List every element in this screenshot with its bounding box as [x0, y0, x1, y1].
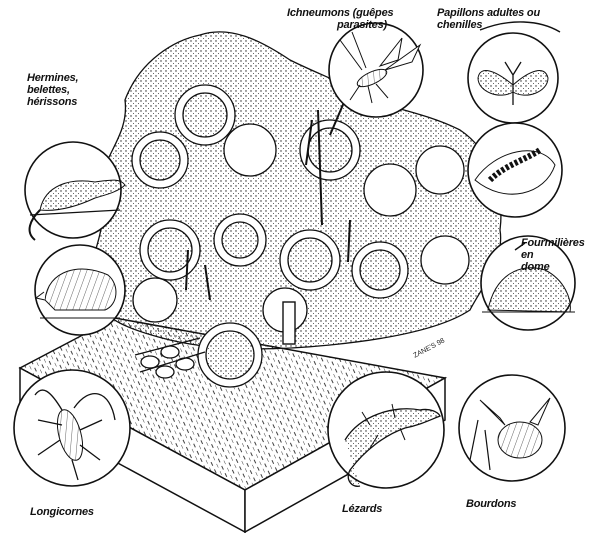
label-hermines-line1: Hermines,	[27, 72, 78, 84]
label-ichneumons-line1: Ichneumons (guêpes	[287, 7, 393, 19]
label-papillons: Papillons adultes ou chenilles	[437, 7, 540, 31]
label-hermines: Hermines, belettes, hérissons	[27, 72, 78, 108]
medallion-caterpillar	[468, 123, 562, 217]
label-hermines-line2: belettes,	[27, 84, 78, 96]
hedge-foliage	[91, 32, 501, 387]
label-fourmilieres: Fourmilières en dome	[521, 237, 585, 273]
label-papillons-line2: chenilles	[437, 19, 540, 31]
label-lezards: Lézards	[342, 503, 382, 515]
label-hermines-line3: hérissons	[27, 96, 78, 108]
label-fourmilieres-line1: Fourmilières	[521, 237, 585, 249]
label-ichneumons-line2: parasites)	[287, 19, 393, 31]
label-fourmilieres-line3: dome	[521, 261, 585, 273]
medallion-hedgehog	[35, 245, 125, 335]
label-ichneumons: Ichneumons (guêpes parasites)	[287, 7, 393, 31]
label-longicornes: Longicornes	[30, 506, 94, 518]
label-bourdons: Bourdons	[466, 498, 516, 510]
medallion-butterfly	[468, 33, 558, 123]
medallion-bumblebee	[459, 375, 565, 481]
medallion-lizard	[328, 372, 444, 488]
label-papillons-line1: Papillons adultes ou	[437, 7, 540, 19]
label-fourmilieres-line2: en	[521, 249, 585, 261]
medallion-ichneumon	[329, 23, 423, 117]
medallion-longhorn-beetle	[14, 370, 130, 486]
